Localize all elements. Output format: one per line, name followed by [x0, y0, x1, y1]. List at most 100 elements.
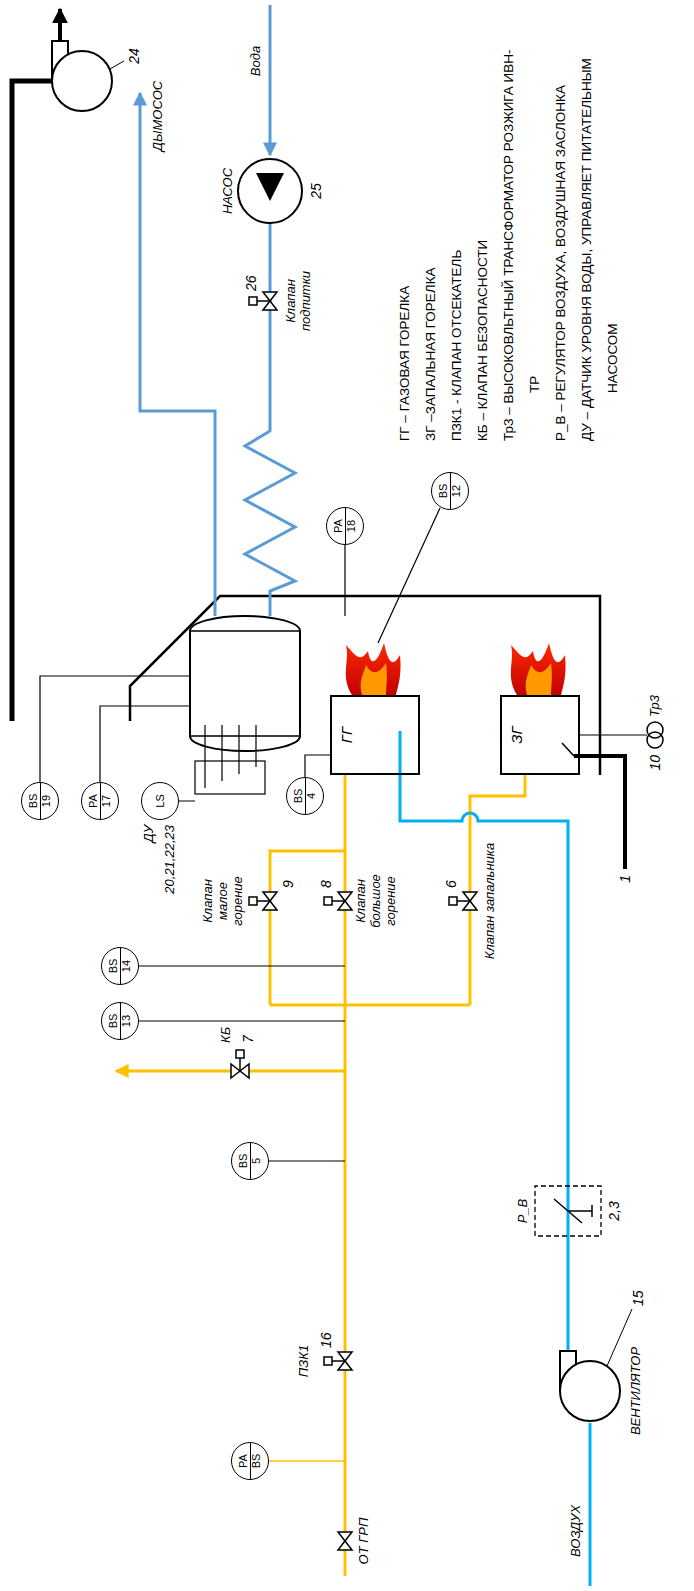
pilot-valve [449, 892, 477, 910]
part-label: ВЕНТИЛЯТОР [628, 1347, 643, 1435]
instrument-circle: BS13 [101, 1002, 139, 1040]
flame-core [361, 663, 387, 695]
node-text: PA [237, 1454, 250, 1468]
node-text: BS [27, 794, 40, 809]
furnace-wall [130, 596, 600, 775]
node-text: 17 [100, 795, 113, 807]
part-label: Клапан подпитки [283, 271, 313, 331]
instrument-circle: BS5 [231, 1142, 269, 1180]
note-text: ГГ – ГАЗОВАЯ ГОРЕЛКА [392, 41, 418, 441]
burner-box: ГГ [330, 695, 420, 775]
shutoff-valve [324, 1352, 352, 1370]
air-inlet [589, 1423, 592, 1586]
callout-number: 7 [240, 1035, 256, 1043]
node-text: PA [332, 519, 345, 533]
pump-arrow [256, 173, 284, 201]
burner-box: ЗГ [500, 695, 580, 775]
node-text: BS [437, 484, 450, 499]
node-text: 19 [40, 795, 53, 807]
water-inlet-pipe [269, 5, 272, 155]
high-fire-valve [324, 892, 352, 910]
node-text: BS [107, 959, 120, 974]
flame-shape [511, 643, 566, 695]
transformer-wire [580, 734, 647, 735]
manual-valve [338, 1532, 352, 1550]
note-text: Тр3 – ВЫСОКОВЛЬТНЫЙ ТРАНСФОРМАТОР РОЗЖИГ… [496, 41, 548, 441]
callout-number: 1 [617, 875, 633, 883]
part-label: Р_В [515, 1199, 530, 1224]
leader-line [110, 61, 124, 69]
leader-line [139, 966, 345, 1161]
note-text: ЗГ –ЗАПАЛЬНАЯ ГОРЕЛКА [418, 41, 444, 441]
instrument-circle: BS19 [21, 782, 59, 820]
node-text: BS [107, 1014, 120, 1029]
flame-core [526, 663, 552, 695]
instrument-circle: LS [141, 782, 179, 820]
sensor-tap [269, 1460, 345, 1462]
ignition-electrode [574, 756, 625, 869]
node-text: 14 [120, 960, 133, 972]
part-label: ОТ ГРП [356, 1518, 371, 1565]
part-label: НАСОС [220, 168, 235, 214]
callout-number: 24 [126, 48, 142, 64]
part-label: ВОЗДУХ [568, 1505, 583, 1557]
node-text: BS [237, 1154, 250, 1169]
node-text: 13 [120, 1015, 133, 1027]
transformer-coil [647, 722, 663, 738]
makeup-valve [249, 292, 277, 310]
instrument-circle: BS4 [286, 777, 324, 815]
node-text: 4 [305, 793, 318, 799]
exhaust-arrow [58, 9, 62, 41]
flame [346, 643, 401, 695]
low-fire-line [270, 851, 345, 1005]
callout-number: 10 [647, 755, 663, 771]
part-label: Клапан большое горение [353, 874, 398, 928]
air-regulator-box [535, 1186, 601, 1236]
callout-number: 9 [280, 880, 296, 888]
callout-number: 15 [630, 1290, 646, 1306]
node-text: 12 [450, 485, 463, 497]
transformer-coil [647, 732, 663, 748]
node-text: 18 [345, 520, 358, 532]
node-text: ГГ [338, 727, 356, 743]
drum-seam [190, 631, 300, 736]
note-text: Р_В – РЕГУЛЯТОР ВОЗДУХА, ВОЗДУШНАЯ ЗАСЛО… [548, 41, 574, 441]
node-text: BS [250, 1454, 263, 1469]
part-label: ДУ [141, 825, 156, 842]
node-text: BS [292, 789, 305, 804]
instrument-circle: PABS [231, 1442, 269, 1480]
safety-valve [231, 1050, 249, 1078]
callout-number: 26 [243, 275, 259, 291]
steam-outlet-pipe [140, 93, 215, 616]
note-text: КБ – КЛАПАН БЕЗОПАСНОСТИ [470, 41, 496, 441]
gas-manifold [270, 1004, 470, 1007]
part-label: Вода [248, 46, 263, 76]
part-label: Клапан малое горение [200, 876, 245, 926]
part-label: 20,21,22,23 [162, 825, 177, 894]
node-text: ЗГ [508, 726, 526, 743]
callout-number: 6 [443, 880, 459, 888]
node-text: LS [154, 794, 167, 807]
instrument-circle: BS14 [101, 947, 139, 985]
callout-number: 2,3 [606, 1201, 622, 1220]
flame [511, 643, 566, 695]
node-text: 5 [250, 1158, 263, 1164]
part-label: КБ [218, 1027, 233, 1043]
callout-number: 16 [318, 1332, 334, 1348]
low-fire-valve [249, 892, 277, 910]
node-text: PA [87, 794, 100, 808]
pilot-line [470, 775, 525, 1005]
air-duct [400, 731, 568, 1351]
boiler-drum [190, 616, 300, 751]
callout-number: 25 [308, 183, 324, 199]
abbreviation-notes: ГГ – ГАЗОВАЯ ГОРЕЛКАЗГ –ЗАПАЛЬНАЯ ГОРЕЛК… [392, 41, 626, 441]
instrument-circle: PA17 [81, 782, 119, 820]
flame-shape [346, 643, 401, 695]
part-label: ПЗК1 [296, 1345, 311, 1377]
instrument-circle: BS12 [431, 472, 469, 510]
note-text: ПЗК1 - КЛАПАН ОТСЕКАТЕЛЬ [444, 41, 470, 441]
leader-line [40, 676, 195, 801]
ignition-switch [562, 743, 574, 756]
exhaust-fan [52, 51, 112, 111]
